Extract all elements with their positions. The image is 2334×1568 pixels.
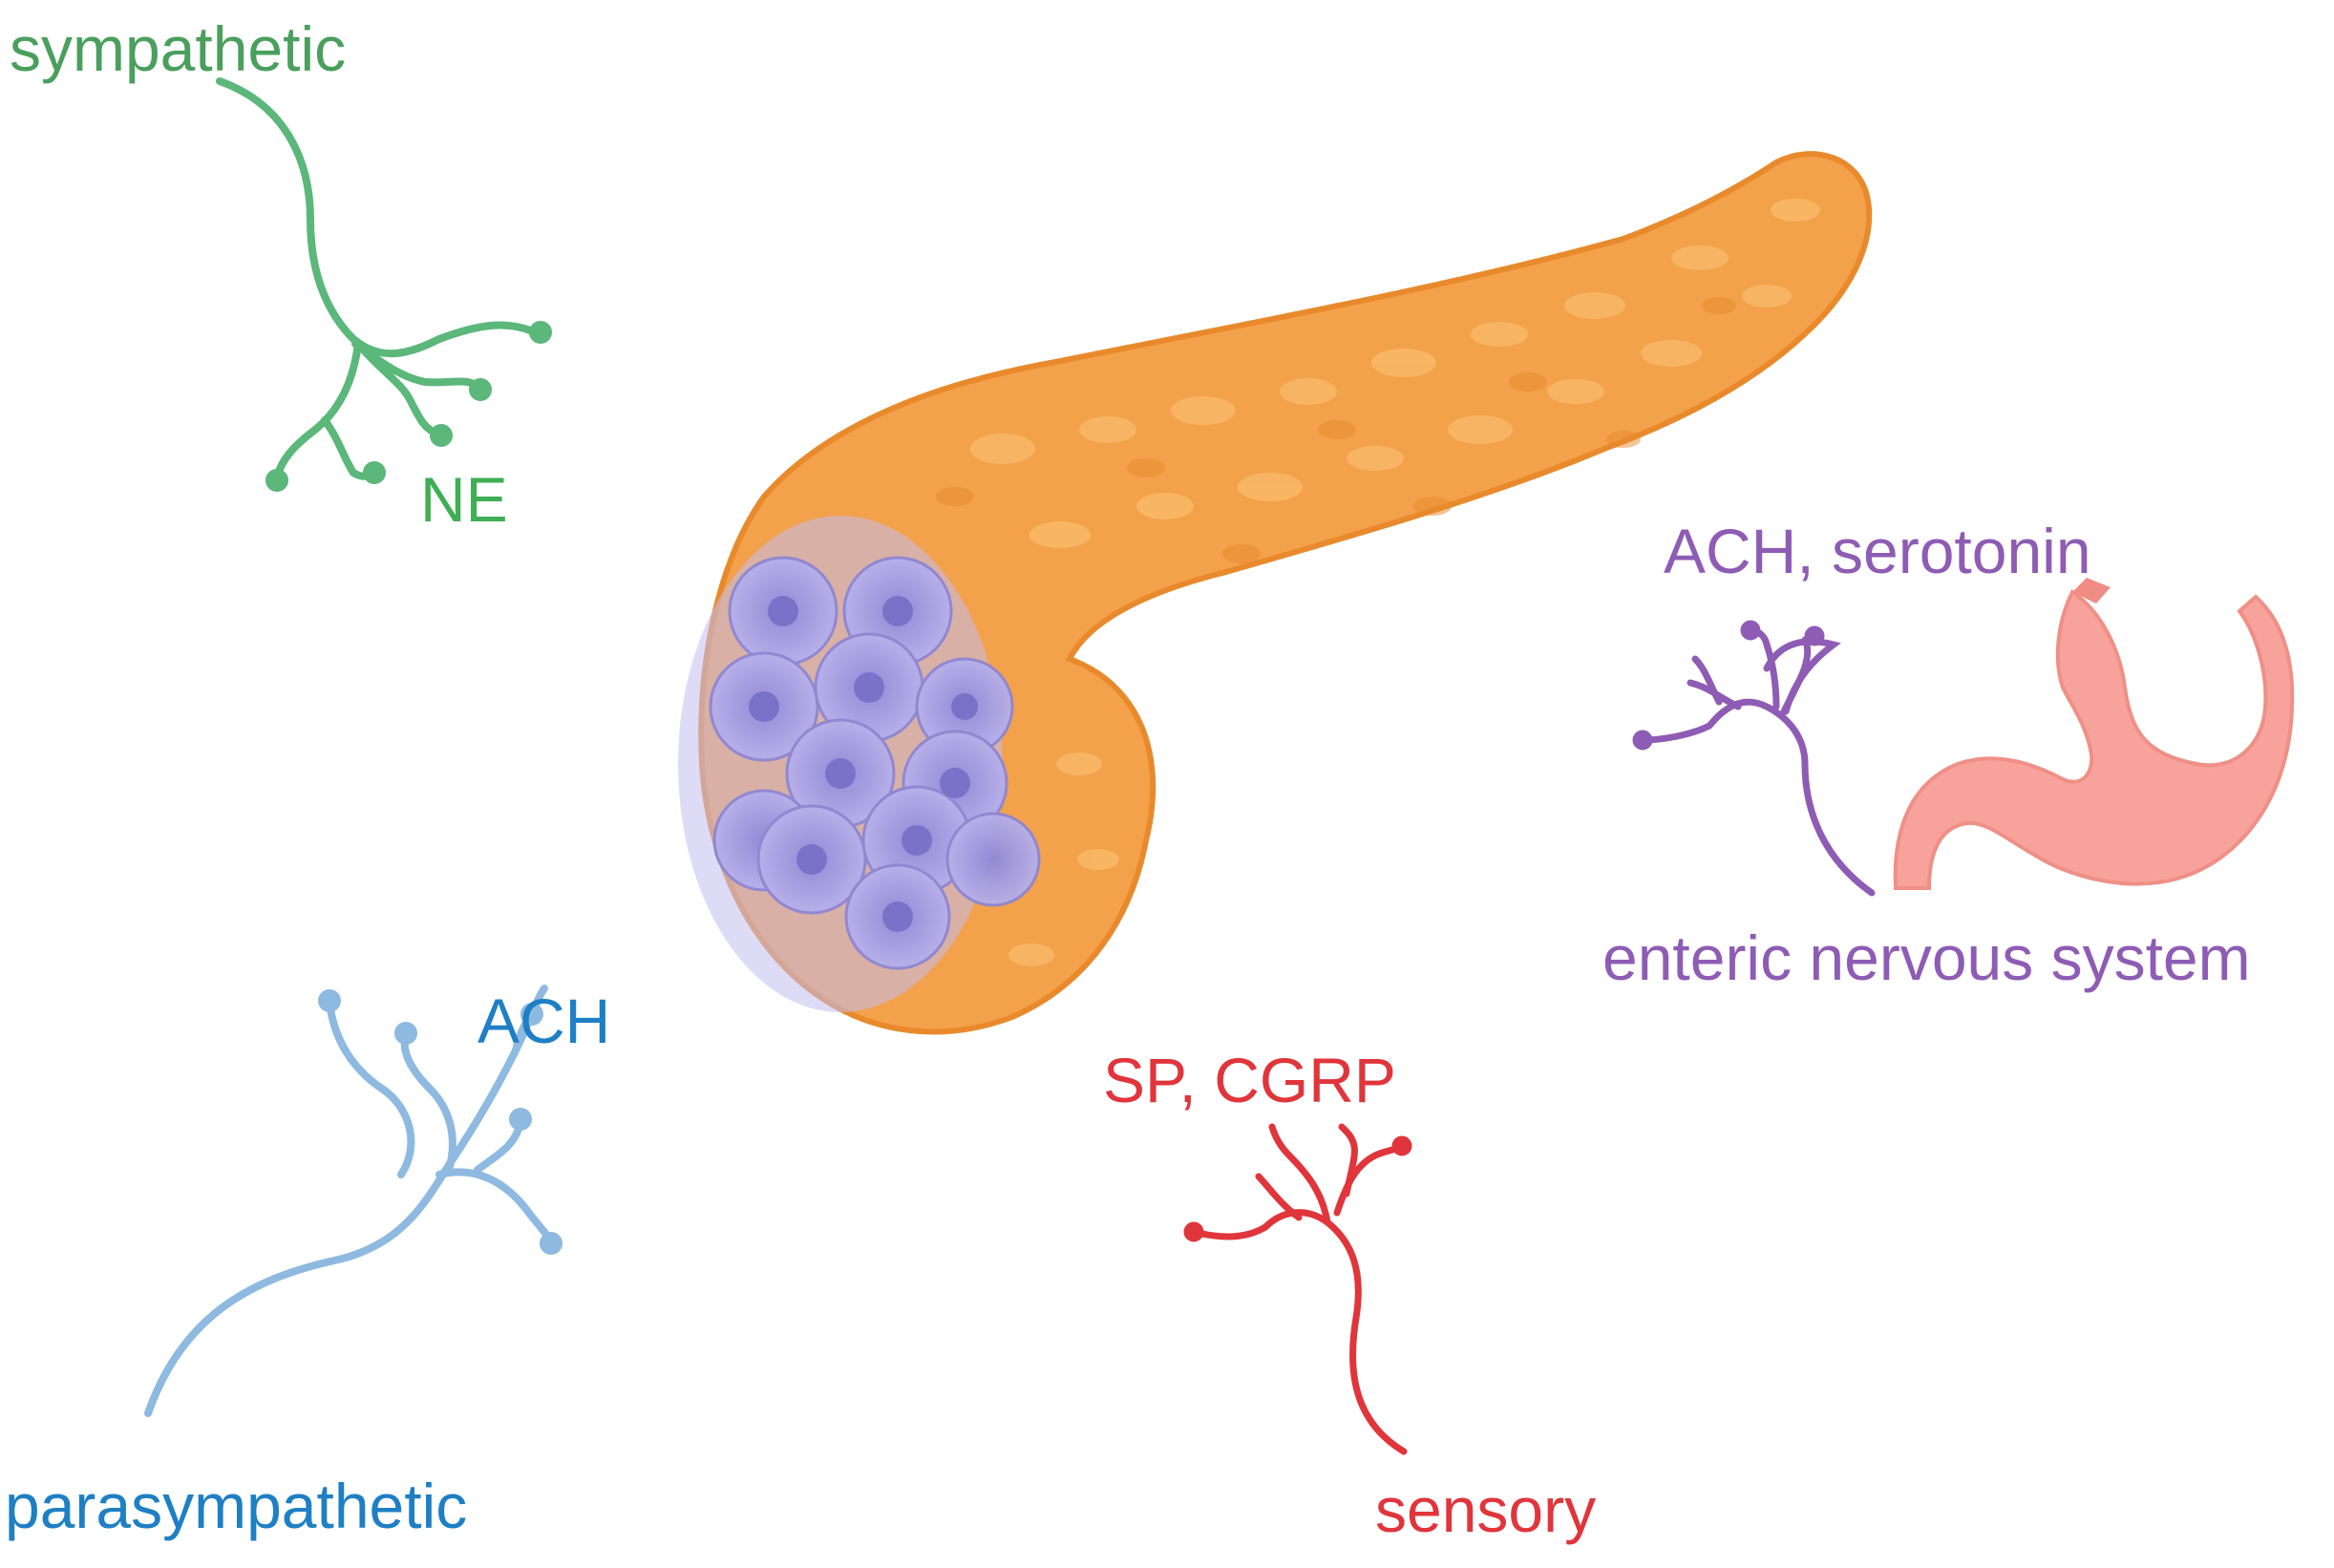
label-sensory: sensory [1375, 1474, 1597, 1545]
label-ne: NE [420, 464, 508, 535]
parasympathetic-nerve-icon [144, 985, 562, 1417]
label-sympathetic: sympathetic [10, 13, 347, 84]
label-ach-parasympathetic: ACH [477, 985, 611, 1056]
stomach-icon [1893, 578, 2295, 890]
tumor-cells-icon [678, 516, 1041, 1012]
label-ach-serotonin: ACH, serotonin [1664, 516, 2091, 586]
label-sp-cgrp: SP, CGRP [1103, 1045, 1396, 1115]
enteric-nerve-icon [1632, 620, 1876, 897]
label-parasympathetic: parasympathetic [5, 1471, 468, 1541]
sympathetic-nerve-icon [216, 77, 552, 492]
sensory-nerve-icon [1183, 1123, 1412, 1455]
label-enteric-nervous-system: enteric nervous system [1602, 922, 2251, 993]
